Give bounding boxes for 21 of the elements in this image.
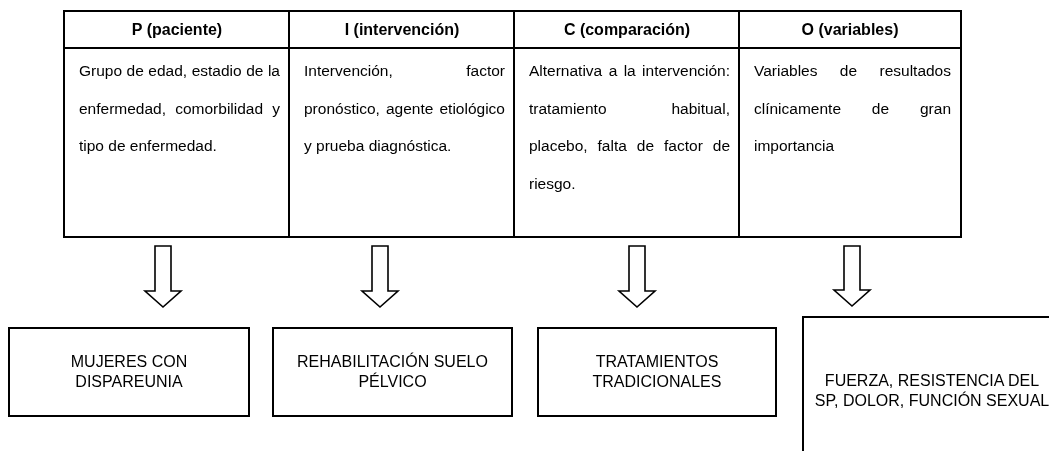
column-description: Grupo de edad, estadio de la enfermedad, comorbilidad y tipo de enfermedad.: [78, 61, 281, 156]
table-column: [738, 10, 962, 238]
table-column: [288, 10, 514, 238]
category-box: [537, 327, 777, 417]
column-description: Intervención, factor pronóstico, agente etiológico y prueba diagnóstica.: [303, 61, 506, 156]
column-description: Variables de resultados clínicamente de gran importancia: [753, 61, 952, 156]
box-label: MUJERES CON DISPAREUNIA: [69, 352, 189, 392]
column-header: O (variables): [740, 12, 960, 49]
table-column: [513, 10, 739, 238]
hollow-arrow: [359, 245, 401, 309]
category-box: [272, 327, 513, 417]
category-box: [802, 316, 1049, 451]
hollow-arrow: [142, 245, 184, 309]
box-label: REHABILITACIÓN SUELO PÉLVICO: [296, 352, 489, 392]
category-box: [8, 327, 250, 417]
hollow-arrow: [616, 245, 658, 309]
table-column: [63, 10, 289, 238]
box-label: FUERZA, RESISTENCIA DEL SP, DOLOR, FUNCIÓN SEXUAL: [814, 371, 1049, 411]
hollow-arrow: [831, 245, 873, 308]
box-label: TRATAMIENTOS TRADICIONALES: [591, 352, 723, 392]
column-description: Alternativa a la intervención: tratamiento habitual, placebo, falta de factor de riesgo.: [528, 61, 731, 194]
